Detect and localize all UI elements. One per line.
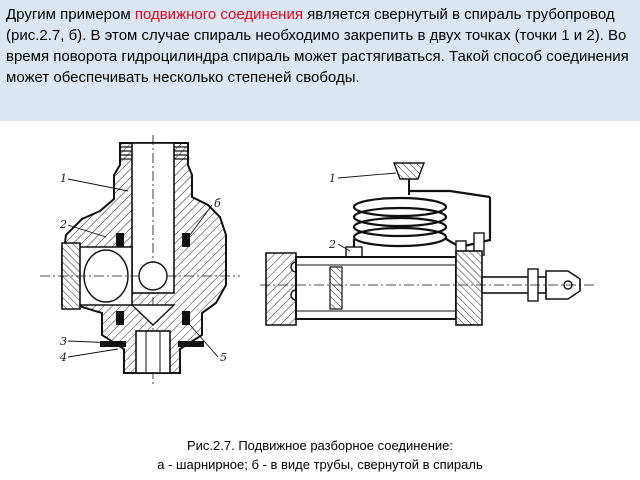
figure-caption-title: Рис.2.7. Подвижное разборное соединение: — [187, 438, 453, 453]
coiled-pipe-drawing: 1 2 — [260, 162, 595, 326]
left-callout-3: 3 — [60, 335, 67, 348]
left-callout-b: б — [214, 197, 221, 210]
technical-drawing: 1 2 б 3 4 5 — [40, 135, 595, 385]
paragraph-text-start: Другим примером — [6, 6, 135, 23]
left-callout-5: 5 — [220, 351, 227, 364]
paragraph-text-rest: является свернутый в спираль трубопровод… — [6, 6, 629, 86]
upper-mount — [392, 162, 426, 180]
right-callout-1: 1 — [329, 172, 336, 185]
description-paragraph: Другим примером подвижного соединения яв… — [6, 4, 632, 88]
left-callout-1: 1 — [60, 172, 67, 185]
cylinder-end-cap — [265, 252, 297, 326]
right-callout-2: 2 — [328, 238, 336, 251]
cylinder-barrel — [295, 256, 457, 320]
swivel-joint-drawing: 1 2 б 3 4 5 — [40, 135, 240, 385]
left-callout-4: 4 — [59, 351, 67, 364]
pipe-spiral — [352, 196, 448, 248]
highlighted-term: подвижного соединения — [134, 6, 303, 23]
left-callout-2: 2 — [59, 218, 67, 231]
figure-caption-subtitle: а - шарнирное; б - в виде трубы, свернут… — [157, 457, 483, 472]
text-panel: Другим примером подвижного соединения яв… — [0, 0, 640, 121]
